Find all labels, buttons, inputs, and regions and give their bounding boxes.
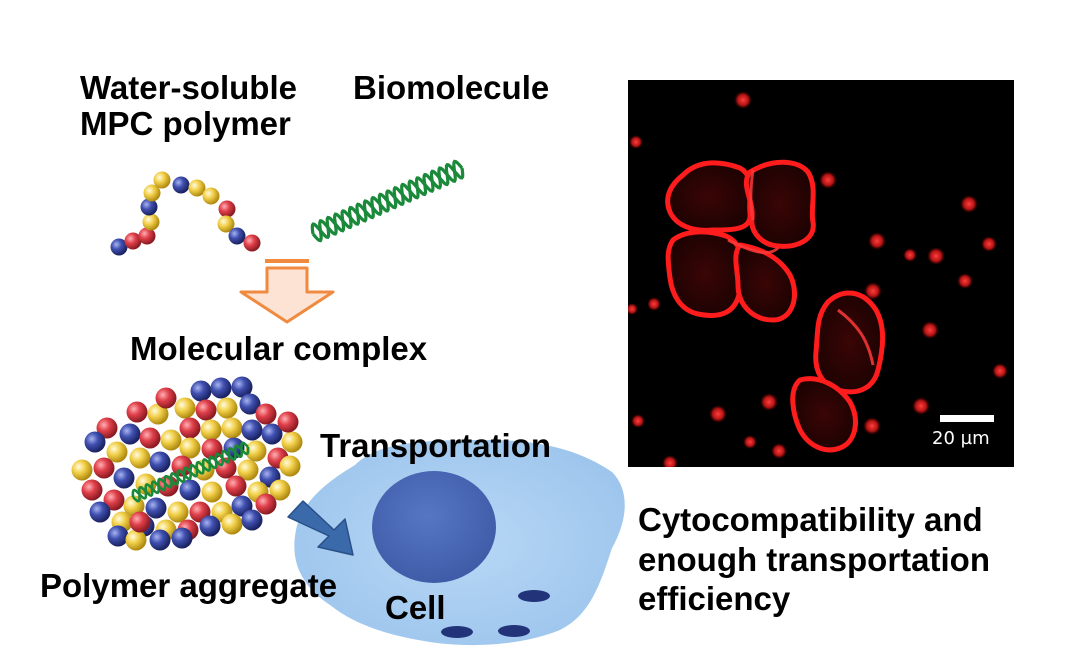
transportation-label: Transportation (320, 427, 552, 464)
polymer-label-line2: MPC polymer (80, 105, 291, 143)
membrane-highlights (727, 169, 875, 366)
result-label-line2: enough transportation (638, 540, 990, 578)
transport-arrow-icon (287, 500, 354, 556)
polymer-label-line1: Water-soluble (80, 69, 297, 106)
polymer-aggregate-icon (71, 376, 303, 551)
result-label-line1: Cytocompatibility and (638, 501, 983, 538)
fluorescence-micrograph (628, 80, 1014, 467)
nucleus-shape (372, 471, 496, 583)
biomolecule-helix-icon (310, 159, 465, 243)
result-label-line3: efficiency (638, 580, 791, 618)
aggregate-helix-icon (131, 441, 250, 503)
polymer-aggregate-label: Polymer aggregate (40, 567, 338, 604)
fluorescent-particles (628, 91, 1008, 467)
molecular-complex-label: Molecular complex (130, 330, 428, 367)
scale-bar-label: 20 µm (932, 428, 990, 449)
biomolecule-label: Biomolecule (353, 69, 550, 106)
organelle-shapes (441, 590, 550, 638)
cell-label: Cell (385, 589, 446, 626)
polymer-chain-icon (110, 171, 261, 256)
down-arrow-icon (239, 259, 335, 324)
polymer-label: Water-soluble MPC polymer (80, 69, 297, 143)
stained-cells (665, 159, 886, 453)
scale-bar (940, 415, 994, 422)
result-label: Cytocompatibility and enough transportat… (638, 500, 990, 619)
